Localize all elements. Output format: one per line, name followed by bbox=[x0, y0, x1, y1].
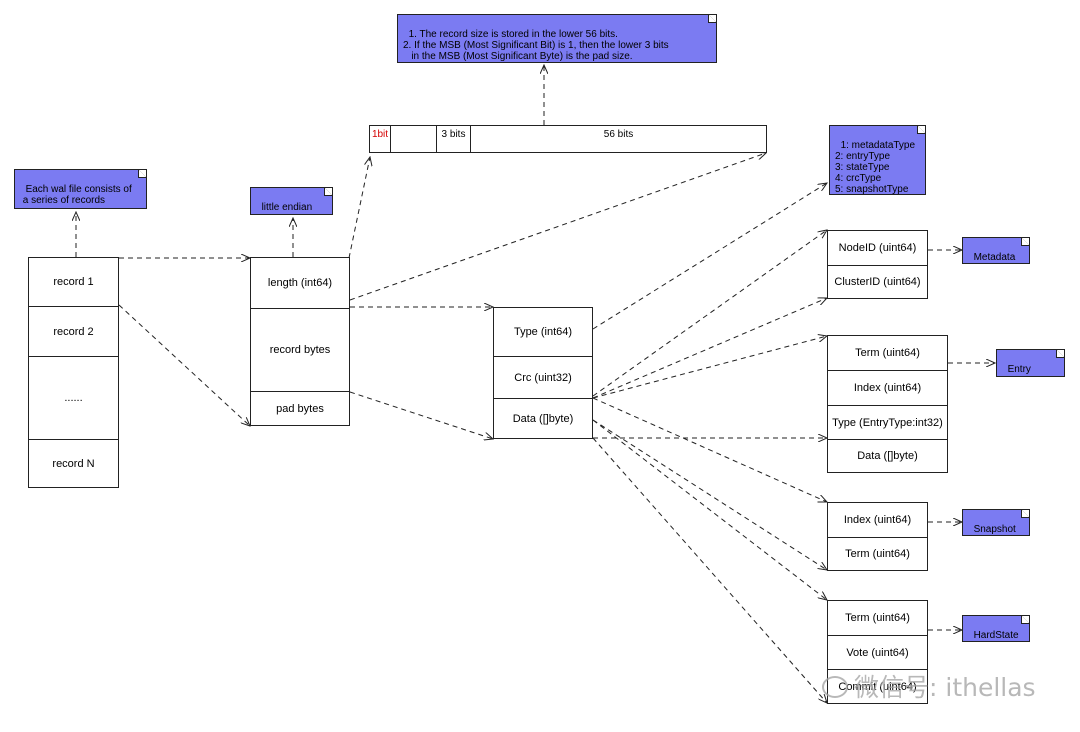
arrow-data-to-hardstate-bottom bbox=[592, 437, 827, 703]
snapshot-box: Index (uint64) Term (uint64) bbox=[827, 502, 928, 571]
note-fold-icon bbox=[1021, 510, 1029, 518]
watermark: 微信号: ithellas bbox=[822, 668, 1036, 704]
record-data: Data ([]byte) bbox=[494, 398, 592, 438]
arrow-crc-to-metadata bbox=[592, 230, 827, 397]
arrow-data-to-hardstate-top bbox=[592, 419, 827, 600]
wal-file-note: Each wal file consists of a series of re… bbox=[14, 169, 147, 209]
frame-record-bytes: record bytes bbox=[251, 308, 349, 391]
arrow-data-to-entry-top bbox=[592, 336, 827, 399]
arrow-padbytes-to-record bbox=[349, 391, 493, 439]
bit-unused bbox=[391, 126, 437, 152]
note-fold-icon bbox=[1021, 616, 1029, 624]
note-fold-icon bbox=[1056, 350, 1064, 358]
note-fold-icon bbox=[1021, 238, 1029, 246]
frame-length: length (int64) bbox=[267, 277, 333, 289]
wal-record-ellipsis: ...... bbox=[29, 356, 118, 439]
entry-data: Data ([]byte) bbox=[828, 439, 947, 472]
record-size-note-text: 1. The record size is stored in the lowe… bbox=[403, 29, 669, 62]
endian-note: little endian bbox=[250, 187, 333, 215]
hardstate-note: HardState bbox=[962, 615, 1030, 642]
entry-note-text: Entry bbox=[1007, 364, 1031, 375]
metadata-note: Metadata bbox=[962, 237, 1030, 264]
snapshot-index: Index (uint64) bbox=[843, 514, 912, 526]
hardstate-commit: Commit (uint64) bbox=[828, 669, 927, 703]
entry-term: Term (uint64) bbox=[855, 347, 920, 359]
entry-type: Type (EntryType:int32) bbox=[828, 405, 947, 439]
snapshot-term: Term (uint64) bbox=[828, 537, 927, 570]
note-fold-icon bbox=[138, 170, 146, 178]
entry-index: Index (uint64) bbox=[828, 370, 947, 405]
arrow-data-to-metadata bbox=[592, 298, 827, 399]
record-box: Type (int64) Crc (uint32) Data ([]byte) bbox=[493, 307, 593, 439]
frame-box: length (int64) record bytes pad bytes bbox=[250, 257, 350, 426]
snapshot-note: Snapshot bbox=[962, 509, 1030, 536]
hardstate-term: Term (uint64) bbox=[845, 612, 910, 624]
frame-pad-bytes: pad bytes bbox=[251, 391, 349, 425]
metadata-cluster-id: ClusterID (uint64) bbox=[828, 265, 927, 298]
arrow-data-to-snapshot-bottom bbox=[592, 419, 827, 570]
record-crc: Crc (uint32) bbox=[494, 356, 592, 398]
wal-file-note-text: Each wal file consists of a series of re… bbox=[22, 184, 132, 206]
wal-record-1: record 1 bbox=[53, 276, 94, 288]
note-fold-icon bbox=[917, 126, 925, 134]
snapshot-note-text: Snapshot bbox=[973, 524, 1016, 535]
record-type: Type (int64) bbox=[513, 326, 573, 338]
wal-record-n: record N bbox=[29, 439, 118, 487]
note-fold-icon bbox=[708, 15, 716, 23]
metadata-node-id: NodeID (uint64) bbox=[838, 242, 917, 254]
hardstate-note-text: HardState bbox=[973, 630, 1019, 641]
hardstate-vote: Vote (uint64) bbox=[828, 635, 927, 669]
arrow-record1-to-frame-bottom bbox=[118, 304, 250, 426]
bit-layout: 1bit 3 bits 56 bits bbox=[369, 125, 767, 153]
arrow-type-to-types-note bbox=[592, 183, 827, 330]
wechat-icon bbox=[822, 676, 848, 698]
bit-record-size: 56 bits bbox=[603, 129, 634, 140]
arrow-length-to-msb bbox=[348, 157, 370, 259]
bit-msb: 1bit bbox=[370, 126, 391, 152]
arrow-data-to-snapshot-top bbox=[592, 397, 827, 502]
entry-box: Term (uint64) Index (uint64) Type (Entry… bbox=[827, 335, 948, 473]
entry-note: Entry bbox=[996, 349, 1065, 377]
metadata-note-text: Metadata bbox=[973, 252, 1016, 263]
arrow-length-to-56bits bbox=[349, 153, 766, 301]
types-note: 1: metadataType 2: entryType 3: stateTyp… bbox=[829, 125, 926, 195]
watermark-text: 微信号: ithellas bbox=[854, 673, 1036, 702]
wal-file-box: record 1 record 2 ...... record N bbox=[28, 257, 119, 488]
endian-note-text: little endian bbox=[261, 202, 313, 213]
note-fold-icon bbox=[324, 188, 332, 196]
wal-record-2: record 2 bbox=[29, 306, 118, 356]
record-size-note: 1. The record size is stored in the lowe… bbox=[397, 14, 717, 63]
metadata-box: NodeID (uint64) ClusterID (uint64) bbox=[827, 230, 928, 299]
bit-pad-size: 3 bits bbox=[437, 126, 471, 152]
types-note-text: 1: metadataType 2: entryType 3: stateTyp… bbox=[835, 140, 916, 195]
